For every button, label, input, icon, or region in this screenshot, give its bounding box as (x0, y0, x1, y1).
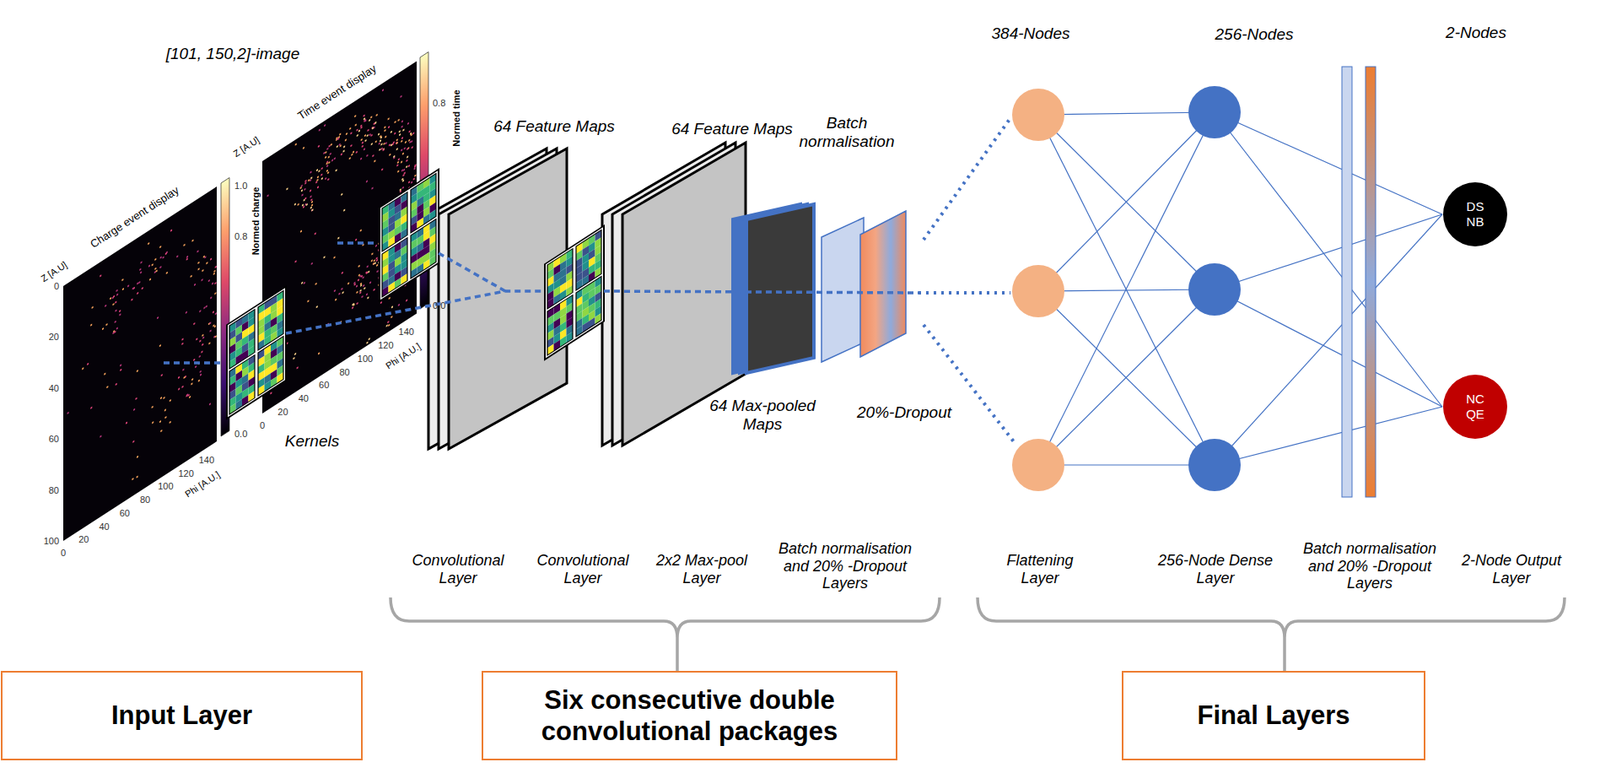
flatten-line (918, 290, 1011, 295)
tick-label: 80 (48, 484, 60, 496)
tick-label: 60 (318, 379, 329, 391)
node-text: Input Layer (13, 699, 351, 731)
batch-norm-panel (821, 217, 864, 362)
dense-neuron (1188, 438, 1241, 491)
tick-label: 40 (298, 393, 309, 405)
layer-caption: Batch normalisation (787, 113, 906, 151)
layer-caption: 64 Feature Maps (493, 117, 615, 136)
dense-connection (1214, 112, 1443, 407)
layer-name: Flattening Layer (989, 551, 1091, 587)
layer-name: Batch normalisation and 20% -Dropout Lay… (767, 539, 924, 593)
flow-line (603, 290, 919, 293)
section-box: Six consecutive double convolutional pac… (481, 670, 898, 760)
node-text: DS NB (1460, 199, 1490, 230)
node-text: Six consecutive double convolutional pac… (491, 684, 889, 747)
dense-connection (1214, 289, 1443, 407)
tick-label: 40 (48, 382, 60, 394)
tick-label: 0 (53, 280, 60, 292)
node-text: NC QE (1460, 391, 1490, 422)
group-brace (390, 597, 940, 671)
layer-name: Batch normalisation and 20% -Dropout Lay… (1292, 539, 1449, 593)
tick-label: 80 (140, 494, 151, 506)
tick-label: 40 (98, 520, 109, 532)
flatten-line (923, 118, 1011, 240)
layer-name: Convolutional Layer (403, 551, 513, 587)
dropout-panel (860, 210, 906, 357)
layer-caption: 64 Feature Maps (671, 119, 793, 139)
node-count: 256-Nodes (1215, 25, 1294, 44)
tick-label: 0.0 (432, 300, 446, 312)
layer-name: Convolutional Layer (527, 551, 638, 587)
dense-connection (1038, 463, 1215, 465)
tick-label: 100 (157, 480, 173, 492)
tick-label: 60 (119, 506, 130, 518)
flow-line (163, 360, 225, 365)
layer-name: 2-Node Output Layer (1452, 551, 1571, 587)
tick-label: 140 (199, 454, 215, 466)
section-box: Final Layers (1121, 670, 1426, 760)
node-text: Final Layers (1130, 699, 1417, 731)
dropout-bar (1365, 66, 1376, 497)
tick-label: 20 (277, 406, 288, 418)
image-size: [101, 150,2]-image (166, 44, 300, 64)
tick-label: 0.8 (432, 97, 446, 109)
tick-label: 120 (177, 467, 194, 479)
tick-label: 140 (398, 326, 415, 338)
colorbar-label: Normed time (451, 89, 463, 146)
tick-label: 1.0 (234, 180, 248, 192)
tick-label: 100 (357, 352, 373, 364)
flow-line (438, 253, 506, 291)
axis-label: Z [A.U] (38, 258, 70, 284)
dense-neuron (1188, 263, 1241, 316)
max-pooled-map (746, 204, 814, 373)
layer-name: 256-Node Dense Layer (1152, 551, 1279, 587)
tick-label: 0 (259, 420, 265, 431)
dense-connection (1038, 112, 1215, 465)
dense-connection (1214, 214, 1443, 465)
flow-line (285, 290, 543, 334)
tick-label: 20 (78, 533, 89, 545)
layer-caption: 64 Max-pooled Maps (699, 396, 826, 434)
dense-connection (1038, 112, 1215, 291)
tick-label: 20 (48, 331, 60, 343)
dense-neuron (1188, 86, 1241, 139)
tick-label: 120 (377, 339, 394, 351)
kernel-grid (379, 169, 439, 302)
dense-connection (1214, 406, 1443, 465)
flatten-neuron (1012, 264, 1065, 318)
section-box: Input Layer (0, 670, 363, 760)
layer-caption: 20%-Dropout (856, 403, 952, 422)
output-node: NC QE (1442, 373, 1509, 440)
tick-label: 100 (43, 535, 60, 547)
kernel-label: Kernels (285, 431, 340, 451)
tick-label: 0.0 (234, 428, 248, 440)
batch-norm-bar (1341, 66, 1353, 497)
tick-label: 0 (60, 547, 66, 559)
colorbar-label: Normed charge (250, 187, 262, 256)
node-count: 2-Nodes (1445, 23, 1507, 43)
axis-label: Z [A.U] (231, 134, 262, 159)
dense-connection (1038, 112, 1215, 115)
flatten-line (923, 324, 1016, 444)
node-count: 384-Nodes (991, 24, 1071, 44)
dense-connection (1214, 112, 1443, 215)
tick-label: 60 (48, 433, 60, 445)
flatten-neuron (1012, 88, 1065, 141)
flatten-neuron (1012, 438, 1065, 491)
tick-label: 80 (339, 366, 350, 378)
dense-connection (1038, 289, 1215, 465)
kernel-grid (226, 286, 286, 419)
flow-line (337, 241, 378, 245)
layer-name: 2x2 Max-pool Layer (651, 551, 753, 587)
tick-label: 0.8 (234, 231, 248, 243)
group-brace (977, 597, 1565, 671)
kernel-grid (544, 226, 604, 360)
output-node: DS NB (1442, 181, 1509, 248)
